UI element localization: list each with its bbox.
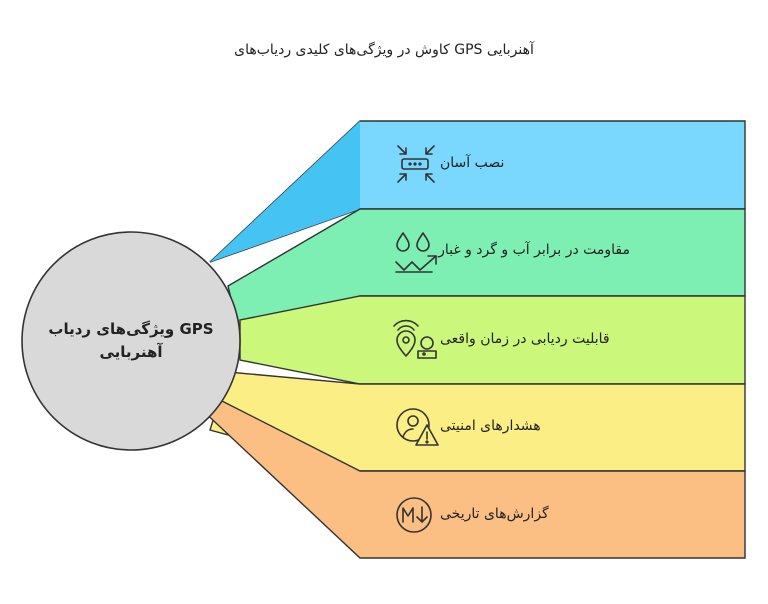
- center-label-line1: GPS ویژگی‌های ردیاب: [48, 320, 214, 338]
- security-alert-icon: [396, 408, 439, 446]
- band-label-realtime-tracking: قابلیت ردیابی در زمان واقعی: [440, 331, 610, 347]
- center-circle: [21, 231, 241, 451]
- band-label-water-dust: مقاومت در برابر آب و گرد و غبار: [438, 242, 630, 258]
- history-report-icon: [396, 497, 432, 533]
- center-label: GPS ویژگی‌های ردیاب آهنربایی: [36, 318, 226, 363]
- band-label-easy-install: نصب آسان: [440, 155, 505, 171]
- location-tracking-icon: [393, 319, 437, 359]
- center-label-line2: آهنربایی: [99, 342, 163, 361]
- diagram-title: آهنربایی GPS کاوش در ویژگی‌های کلیدی ردی…: [234, 42, 534, 58]
- band-label-history-reports: گزارش‌های تاریخی: [440, 506, 549, 522]
- water-dust-icon: [395, 232, 437, 273]
- compress-arrows-icon: [397, 145, 435, 183]
- band-easy-install-shade: [210, 121, 360, 262]
- band-label-security-alerts: هشدارهای امنیتی: [440, 418, 541, 434]
